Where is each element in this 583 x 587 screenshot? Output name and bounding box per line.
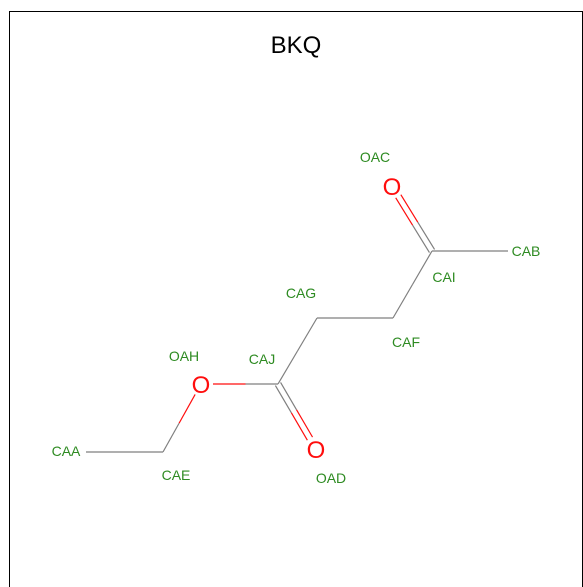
atom-label-oad: OAD xyxy=(316,470,346,486)
atom-label-oah: OAH xyxy=(169,348,199,364)
oxygen-glyph-layer: O O O xyxy=(192,174,402,464)
bond-caj-oad-line-1-a xyxy=(274,385,292,414)
bond-caj-oad-line-1-b xyxy=(290,412,308,441)
atom-oac-element-symbol: O xyxy=(383,174,402,201)
bond-cai-oac-line-1-a xyxy=(417,221,436,250)
atom-label-cai: CAI xyxy=(432,269,455,285)
atom-label-cab: CAB xyxy=(512,243,541,259)
bond-oah-cae-line-0-a xyxy=(178,394,196,424)
bond-layer xyxy=(86,194,508,453)
bond-cag-caj-line-0-b xyxy=(277,350,299,385)
atom-label-cae: CAE xyxy=(162,467,191,483)
atom-oah-element-symbol: O xyxy=(192,372,211,399)
atom-label-caf: CAF xyxy=(392,334,420,350)
atom-label-caj: CAJ xyxy=(249,351,275,367)
bond-cai-oac-line-0-b xyxy=(395,197,414,226)
bond-caj-oad-line-0-a xyxy=(280,382,298,411)
diagram-title: BKQ xyxy=(271,32,322,59)
bond-caj-oad-line-0-b xyxy=(296,409,314,438)
bond-cai-caf-line-0-a xyxy=(411,250,433,285)
atom-label-layer: OAC CAB CAI CAG CAF OAH CAJ CAA OAD CAE xyxy=(52,149,541,486)
bond-cai-oac-line-1-b xyxy=(400,194,419,223)
bond-cai-caf-line-0-b xyxy=(392,284,414,319)
bond-cag-caj-line-0-a xyxy=(296,317,318,352)
atom-label-cag: CAG xyxy=(286,285,316,301)
atom-label-oac: OAC xyxy=(360,149,390,165)
bond-cai-oac-line-0-a xyxy=(412,224,430,253)
atom-oad-element-symbol: O xyxy=(307,437,326,464)
atom-label-caa: CAA xyxy=(52,443,81,459)
bond-oah-cae-line-0-b xyxy=(162,422,180,453)
